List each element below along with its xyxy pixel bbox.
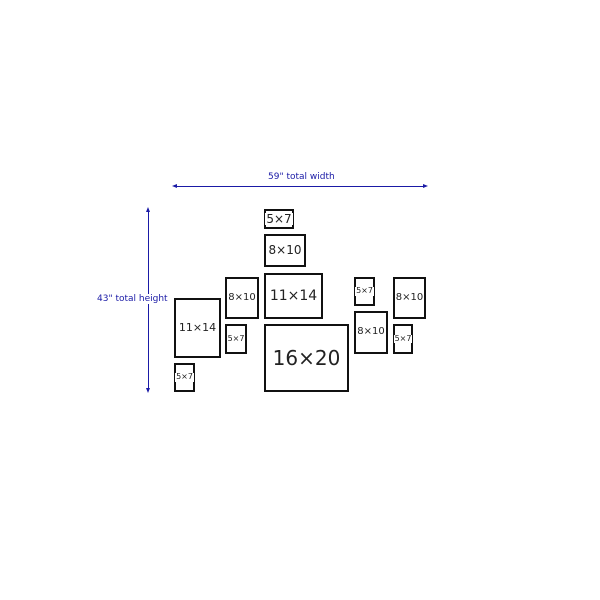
height-arrow-bottom-head	[146, 388, 150, 393]
frame-label: 8×10	[356, 326, 386, 338]
frame-center-11x14: 11×14	[264, 273, 323, 319]
width-arrow-left-head	[172, 184, 177, 188]
total-width-label: 59" total width	[268, 172, 335, 182]
frame-right-5x7: 5×7	[354, 277, 375, 306]
frame-label: 16×20	[271, 345, 342, 370]
frame-far-right-5x7: 5×7	[393, 324, 413, 354]
frame-left-bottom-5x7: 5×7	[174, 363, 195, 392]
width-arrow-right-head	[423, 184, 428, 188]
frame-left-mid-8x10: 8×10	[225, 277, 259, 319]
total-height-label: 43" total height	[97, 294, 168, 304]
frame-label: 5×7	[355, 286, 374, 296]
frame-label: 8×10	[394, 291, 425, 304]
frame-center-16x20: 16×20	[264, 324, 349, 392]
frame-label: 5×7	[175, 372, 194, 382]
frame-label: 11×14	[268, 287, 319, 304]
frame-left-11x14: 11×14	[174, 298, 221, 358]
frame-far-right-8x10: 8×10	[393, 277, 426, 319]
frame-top-8x10: 8×10	[264, 234, 306, 267]
frame-label: 5×7	[265, 211, 293, 226]
frame-right-8x10: 8×10	[354, 311, 388, 354]
frame-top-5x7: 5×7	[264, 209, 294, 229]
frame-label: 8×10	[267, 243, 303, 258]
frame-label: 8×10	[227, 291, 257, 304]
height-arrow-top-head	[146, 207, 150, 212]
frame-label: 5×7	[226, 333, 246, 344]
frame-label: 5×7	[393, 333, 413, 344]
frame-label: 11×14	[177, 321, 218, 335]
frame-left-mid-5x7: 5×7	[225, 324, 247, 354]
width-arrow-line	[175, 186, 425, 187]
